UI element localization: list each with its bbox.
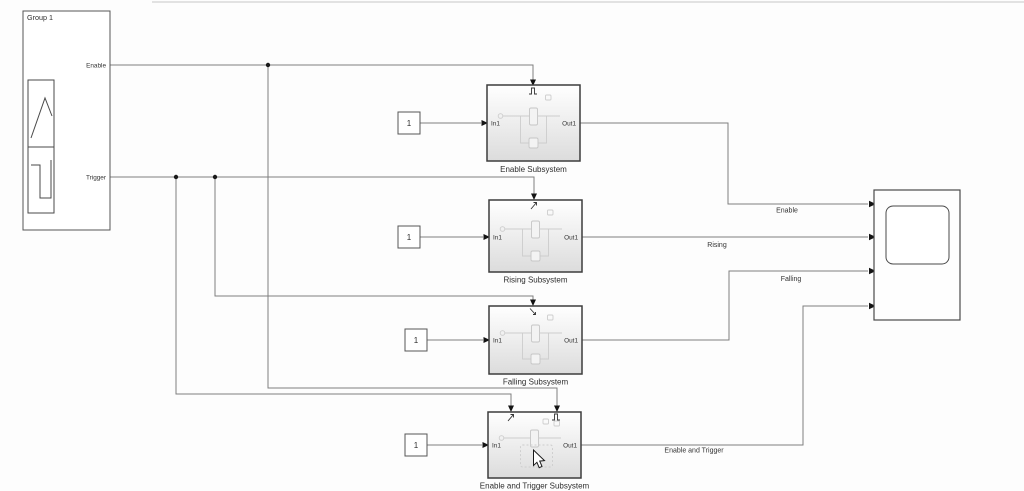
arrow-falling-top: [530, 299, 536, 306]
et-subsystem-out1: Out1: [563, 442, 577, 449]
wire-trigger-branch-falling[interactable]: [214, 177, 534, 300]
constant-1-body[interactable]: [397, 111, 421, 135]
falling-subsystem-block[interactable]: In1 Out1 Falling Subsystem: [488, 305, 583, 387]
group1-title: Group 1: [27, 13, 53, 22]
constant-block-3[interactable]: 1: [404, 328, 428, 352]
wire-label-enable-and-trigger[interactable]: Enable and Trigger: [664, 448, 724, 455]
scope-block[interactable]: [873, 189, 961, 321]
ramp-signal-waveform: [30, 96, 53, 139]
constant-block-4[interactable]: 1: [404, 433, 428, 457]
arrow-const2: [483, 234, 490, 240]
signal-wires: [110, 64, 868, 446]
et-subsystem-in1: In1: [492, 442, 501, 449]
falling-subsystem-out1: Out1: [564, 337, 578, 344]
arrow-const1: [481, 120, 488, 126]
trigger-rising-port-icon: [530, 202, 537, 210]
arrow-const4: [482, 442, 489, 448]
wire-enable-out[interactable]: [580, 122, 868, 205]
et-subsystem-label[interactable]: Enable and Trigger Subsystem: [480, 482, 590, 491]
wire-label-enable[interactable]: Enable: [776, 208, 798, 215]
arrow-rising-top: [531, 193, 537, 200]
enable-subsystem-in1: In1: [491, 120, 500, 127]
enable-port-icon: [552, 413, 560, 421]
group1-port-enable: Enable: [86, 63, 106, 70]
enable-subsystem-label[interactable]: Enable Subsystem: [500, 165, 567, 174]
arrow-scope-4: [869, 302, 876, 310]
trigger-port-icon: [507, 414, 514, 422]
enable-and-trigger-subsystem-block[interactable]: In1 Out1 Enable and Trigger Subsystem: [480, 411, 590, 491]
junction-trigger-1: [173, 174, 179, 180]
trigger-falling-port-icon: [529, 308, 536, 315]
enable-port-icon: [529, 87, 537, 95]
rising-subsystem-out1: Out1: [564, 234, 578, 241]
subsystem-preview: [499, 209, 562, 262]
arrow-scope-3: [869, 267, 876, 275]
wire-label-rising[interactable]: Rising: [707, 242, 727, 249]
group1-block[interactable]: Group 1 Enable Trigger: [22, 10, 111, 231]
arrow-et-enable-top: [554, 405, 560, 412]
falling-subsystem-label[interactable]: Falling Subsystem: [503, 378, 569, 387]
constant-3-value: 1: [414, 336, 419, 345]
falling-subsystem-in1: In1: [493, 337, 502, 344]
rising-subsystem-in1: In1: [493, 234, 502, 241]
wire-enable-branch[interactable]: [267, 65, 558, 406]
constant-4-value: 1: [414, 441, 419, 450]
constant-1-value: 1: [407, 119, 412, 128]
wire-arrowheads: [481, 79, 876, 448]
mouse-cursor-icon: [533, 448, 546, 469]
constant-2-body[interactable]: [397, 225, 421, 249]
wire-et-out[interactable]: [581, 305, 868, 446]
enable-subsystem-block[interactable]: In1 Out1 Enable Subsystem: [486, 84, 581, 174]
arrow-const3: [483, 337, 490, 343]
constant-block-1[interactable]: 1: [397, 111, 421, 135]
step-signal-waveform: [31, 160, 52, 199]
subsystem-preview: [498, 418, 561, 468]
subsystem-preview: [499, 314, 562, 365]
constant-3-body[interactable]: [404, 328, 428, 352]
junction-enable: [265, 62, 271, 68]
arrow-scope-2: [869, 233, 876, 241]
subsystem-preview: [497, 94, 560, 149]
arrow-scope-1: [869, 200, 876, 208]
enable-subsystem-out1: Out1: [562, 120, 576, 127]
constant-2-value: 1: [407, 233, 412, 242]
wire-enable-main[interactable]: [110, 64, 534, 81]
constant-block-2[interactable]: 1: [397, 225, 421, 249]
rising-subsystem-block[interactable]: In1 Out1 Rising Subsystem: [488, 199, 583, 285]
wire-trigger-main[interactable]: [110, 176, 535, 194]
junction-trigger-2: [212, 174, 218, 180]
arrow-et-trigger-top: [508, 405, 514, 412]
step-signal-icon: [27, 146, 55, 214]
arrow-enable-top: [530, 79, 536, 86]
constant-4-body[interactable]: [404, 433, 428, 457]
wire-label-falling[interactable]: Falling: [781, 276, 802, 283]
wire-trigger-branch-et[interactable]: [175, 177, 512, 406]
scope-screen-icon: [885, 205, 950, 265]
group1-body[interactable]: [22, 10, 111, 231]
wire-falling-out[interactable]: [582, 270, 868, 341]
rising-subsystem-label[interactable]: Rising Subsystem: [503, 276, 567, 285]
group1-port-trigger: Trigger: [86, 175, 107, 182]
